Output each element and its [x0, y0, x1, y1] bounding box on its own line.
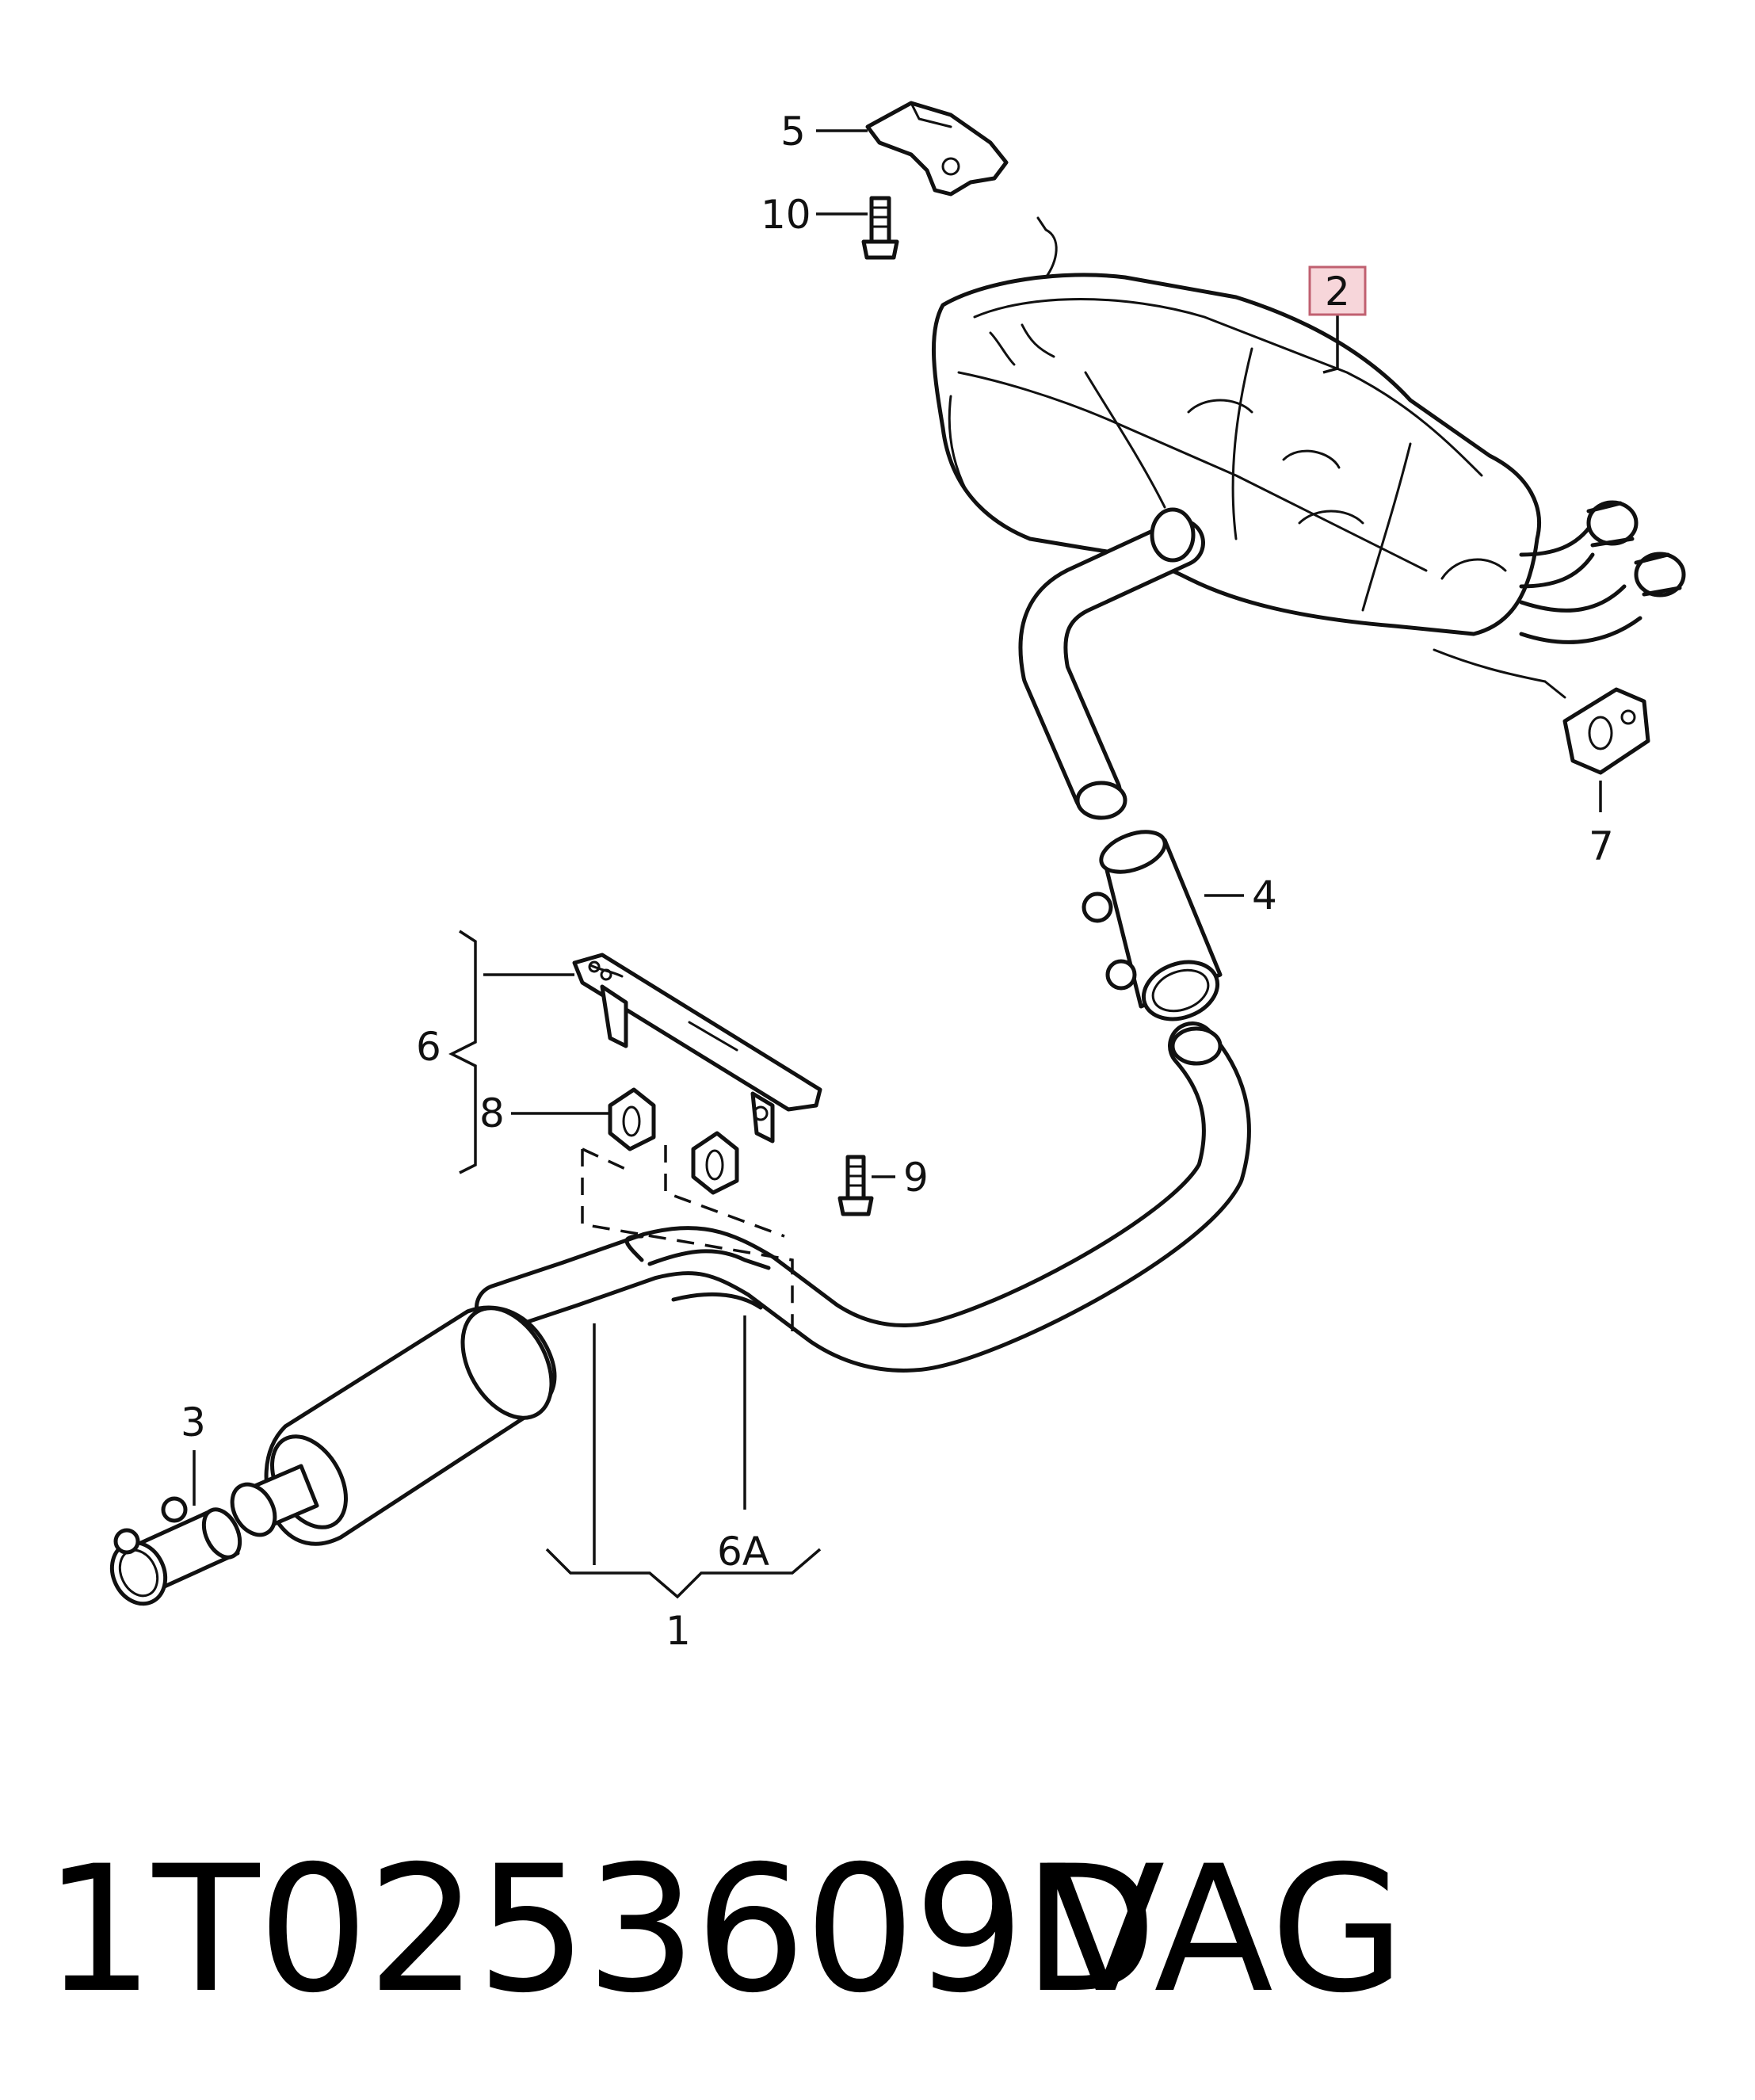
clamp-part-4: [1082, 830, 1223, 1021]
intermediate-pipe-rear: [1018, 507, 1205, 820]
part-number: 1T0253609D: [44, 1828, 1158, 2031]
callout-4: 4: [1252, 872, 1277, 918]
brand-name: VAG: [1046, 1828, 1406, 2031]
callout-6a: 6A: [717, 1529, 769, 1575]
hanger-part-5: [865, 101, 1009, 197]
rear-silencer: [932, 216, 1547, 683]
clamp-part-3: [109, 1496, 242, 1606]
callout-1: 1: [666, 1608, 691, 1654]
callout-10: 10: [761, 192, 811, 238]
callout-2: 2: [1325, 269, 1350, 315]
front-silencer: [230, 1234, 771, 1546]
callout-9: 9: [903, 1155, 929, 1201]
tailpipes: [1519, 500, 1686, 644]
callout-6: 6: [416, 1024, 441, 1070]
leader-lines: [193, 129, 1602, 1599]
rubber-mount-part-8: [608, 1087, 739, 1195]
callout-5: 5: [780, 109, 806, 155]
callout-8: 8: [479, 1090, 505, 1136]
callout-3: 3: [181, 1399, 206, 1445]
bolt-part-10: [861, 196, 899, 260]
front-pipe: [475, 1021, 1251, 1373]
assembly-dashes: [581, 1145, 794, 1331]
bolt-part-9: [837, 1155, 874, 1216]
bracket-part-6: [572, 953, 822, 1144]
callout-7: 7: [1589, 823, 1614, 869]
rubber-mount-part-7: [1543, 680, 1650, 775]
callout-2-highlight: [1308, 265, 1367, 316]
